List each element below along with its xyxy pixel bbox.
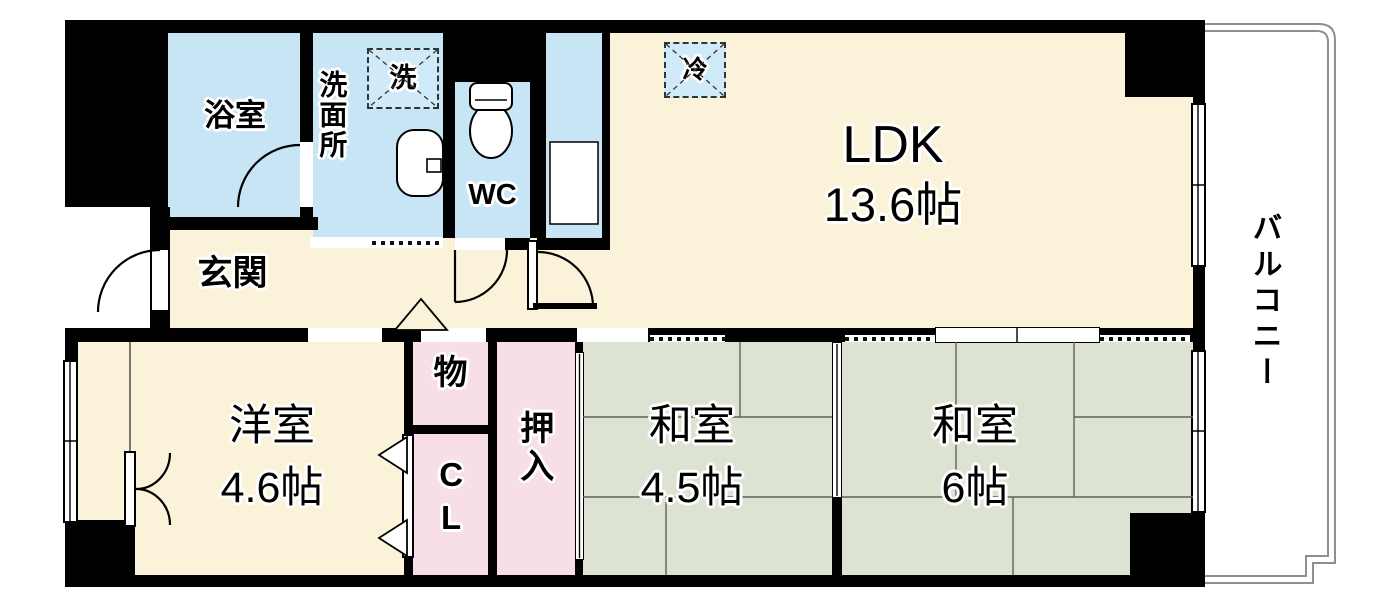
wall [505,238,530,250]
wall [404,425,497,434]
wall [530,82,546,238]
wall [65,20,1205,33]
ldk-area-label: 13.6帖 [823,178,963,231]
wall [602,33,610,238]
western-room-label: 洋室 [229,402,315,450]
room-japanese-45 [583,342,832,575]
japanese-6-label: 和室 [932,402,1018,450]
sliding-track [845,335,935,342]
storage-door-opening [421,328,486,342]
room-storage [413,342,488,425]
kitchen-counter [546,33,602,238]
wall [488,342,497,575]
western-room-door-opening [308,328,382,342]
sliding-track [650,335,725,342]
bathroom-label: 浴室 [204,98,266,133]
japanese-45-label: 和室 [649,402,735,450]
wall [537,238,610,250]
western-room-area-label: 4.6帖 [220,464,324,512]
western-room-closet-door-leaf [124,451,136,527]
closet-label: CL [432,456,470,542]
wc-label: WC [468,179,517,211]
washer-space-label: 洗 [389,63,417,94]
room-oshiire [497,342,575,575]
washer-space-box: 洗 [367,48,439,109]
japanese-6-area-label: 6帖 [941,464,1009,512]
wall [1130,513,1203,587]
wall [65,575,1205,587]
washroom-label: 洗面所 [316,70,348,160]
hall-door-leaf [527,240,538,310]
bathroom-door-opening [300,142,313,207]
storage-label: 物 [433,354,468,392]
window-symbol-japanese6-balcony [1191,350,1206,513]
entrance-label: 玄関 [197,254,268,293]
wall [65,20,168,207]
wall [443,82,455,238]
wall [443,30,546,82]
wall [575,560,583,575]
oshiire-fusuma-symbol [575,352,584,560]
wc-door-opening [455,238,505,250]
japanese-rooms-fusuma-symbol [832,342,842,498]
wall [832,497,842,575]
ldk-japanese6-sliding-door [935,327,1100,343]
sliding-track [1100,335,1190,342]
ldk-label: LDK [842,116,944,174]
room-wc [455,80,530,238]
window-symbol-west [63,360,78,523]
wall [1125,20,1205,97]
wall [68,520,135,587]
wall [150,217,318,230]
washroom-sliding-track [372,239,443,246]
outside-entrance-alcove [65,207,150,328]
wall [575,342,583,352]
room-closet [413,434,488,575]
closet-folding-door-leaf [402,434,414,558]
balcony-label: バルコニー [1247,212,1281,392]
oshiire-label: 押入 [514,410,553,486]
japanese-45-opening [577,328,648,342]
refrigerator-space-box: 冷 [664,42,726,98]
refrigerator-space-label: 冷 [682,55,708,84]
japanese-45-area-label: 4.5帖 [640,464,744,512]
window-symbol-ldk-balcony [1191,103,1206,267]
